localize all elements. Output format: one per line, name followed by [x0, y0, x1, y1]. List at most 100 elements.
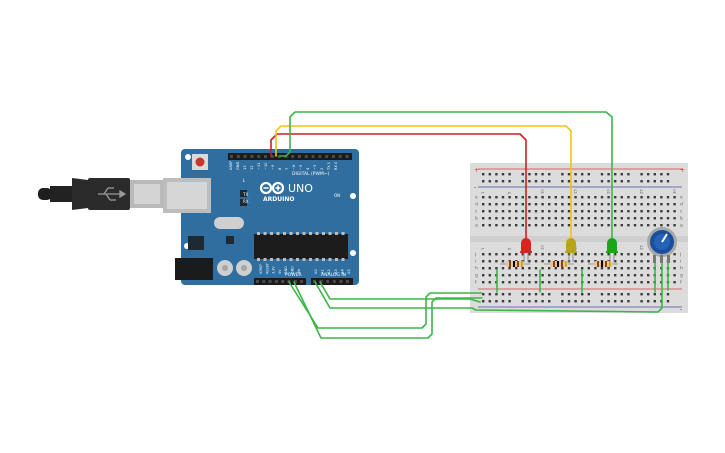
row-letter: g: [475, 274, 478, 279]
digital-pin-label: ~3: [313, 165, 317, 170]
power-pin-label: GND: [284, 266, 288, 274]
column-number: 10: [539, 189, 544, 194]
column-number: 10: [539, 245, 544, 250]
arduino-logo: [259, 181, 285, 195]
digital-pin-label: ~5: [299, 165, 303, 170]
power-label: POWER: [285, 272, 302, 278]
digital-pin-label: 2: [320, 168, 324, 170]
row-letter: h: [475, 266, 478, 272]
digital-pin-label: AREF: [229, 161, 233, 170]
analog-pin-label: A4: [340, 269, 344, 274]
wire-green-analog[interactable]: [314, 261, 663, 313]
row-letter: e: [680, 196, 683, 201]
digital-pin-label: 7: [285, 168, 289, 170]
column-number: 5: [506, 247, 511, 250]
analog-pin-label: A0: [314, 269, 318, 274]
power-pin-label: 3.3V: [272, 266, 276, 274]
rx-label: RX: [243, 199, 249, 204]
resistor[interactable]: [588, 261, 618, 267]
column-number: 1: [480, 191, 485, 194]
wire-green-5v[interactable]: [288, 281, 483, 329]
arduino-board[interactable]: ARDUINO UNO DIGITAL (PWM~) POWER ANALOG …: [163, 149, 359, 285]
resistor[interactable]: [544, 261, 574, 267]
column-number: 25: [638, 245, 643, 250]
rail-minus-label: -: [474, 184, 476, 191]
row-letter: c: [680, 210, 683, 215]
mount-hole: [185, 154, 191, 160]
row-letter: b: [475, 216, 478, 222]
resistor[interactable]: [500, 261, 530, 267]
digital-pin-label: ~9: [271, 164, 275, 170]
wire-green-digital[interactable]: [279, 111, 613, 242]
l-label: L: [243, 178, 246, 183]
brand-label: ARDUINO: [263, 196, 294, 203]
digital-pin-label: ~6: [292, 164, 296, 170]
row-letter: j: [679, 252, 681, 258]
wire-green-gnd[interactable]: [293, 281, 483, 339]
model-label: UNO: [288, 182, 313, 195]
analog-pin-label: A2: [327, 269, 331, 274]
row-letter: b: [680, 216, 683, 222]
power-pin-label: GND: [291, 266, 295, 274]
column-number: 20: [605, 189, 610, 194]
atmega-chip: [254, 234, 348, 259]
analog-pin-label: A1: [321, 269, 325, 274]
crystal: [214, 217, 244, 229]
row-letter: g: [680, 274, 683, 279]
voltage-regulator: [188, 236, 204, 250]
row-letter: a: [680, 224, 683, 229]
digital-pin-label: GND: [236, 162, 240, 170]
row-letter: j: [474, 252, 476, 258]
power-jack: [175, 258, 213, 280]
mount-hole: [350, 250, 356, 256]
power-header[interactable]: [254, 278, 306, 285]
red-led[interactable]: [520, 238, 532, 262]
digital-pin-label: ~10: [264, 162, 268, 170]
digital-header[interactable]: [228, 153, 352, 160]
on-label: ON: [334, 193, 340, 198]
row-letter: h: [680, 266, 683, 272]
wire-green-a1[interactable]: [319, 281, 481, 303]
digital-pin-label: 13: [243, 165, 247, 170]
digital-pin-label: RX 0: [334, 161, 338, 170]
analog-label: ANALOG IN: [321, 272, 346, 278]
analog-pin-label: A3: [334, 269, 338, 274]
digital-pin-label: TX 1: [327, 162, 331, 171]
digital-pin-label: 8: [278, 167, 282, 170]
digital-pin-label: ~11: [257, 162, 261, 170]
row-letter: a: [475, 224, 478, 229]
analog-pin-label: A5: [347, 269, 351, 274]
digital-pin-label: 12: [250, 165, 254, 170]
digital-label: DIGITAL (PWM~): [292, 171, 330, 177]
row-letter: f: [475, 280, 477, 286]
power-pin-label: Vin: [297, 269, 301, 274]
row-letter: d: [475, 202, 478, 208]
row-letter: c: [475, 210, 478, 215]
yellow-led[interactable]: [565, 238, 577, 262]
power-pin-label: IOREF: [259, 264, 263, 274]
wire-red[interactable]: [270, 133, 527, 244]
column-number: 5: [506, 191, 511, 194]
power-pin-label: 5V: [278, 269, 282, 274]
rail-plus-label-right: +: [680, 167, 685, 174]
row-letter: i: [475, 259, 476, 265]
center-channel: [470, 236, 688, 242]
mount-hole: [350, 193, 356, 199]
row-letter: d: [680, 202, 683, 208]
power-pin-label: RESET: [265, 262, 269, 274]
row-letter: e: [475, 196, 478, 201]
column-number: 15: [572, 189, 577, 194]
row-letter: i: [680, 259, 681, 265]
rail-plus-label: +: [474, 167, 479, 174]
green-led[interactable]: [606, 238, 618, 262]
column-number: 25: [638, 189, 643, 194]
column-number: 1: [480, 247, 485, 250]
digital-pin-label: 4: [306, 167, 310, 170]
wire-yellow[interactable]: [275, 125, 572, 244]
tx-label: TX: [242, 192, 248, 197]
analog-header[interactable]: [311, 278, 353, 285]
potentiometer[interactable]: [647, 227, 677, 263]
rail-minus-label-right: -: [680, 306, 682, 313]
usb-icon: [98, 187, 127, 201]
column-number: 30: [671, 189, 676, 194]
